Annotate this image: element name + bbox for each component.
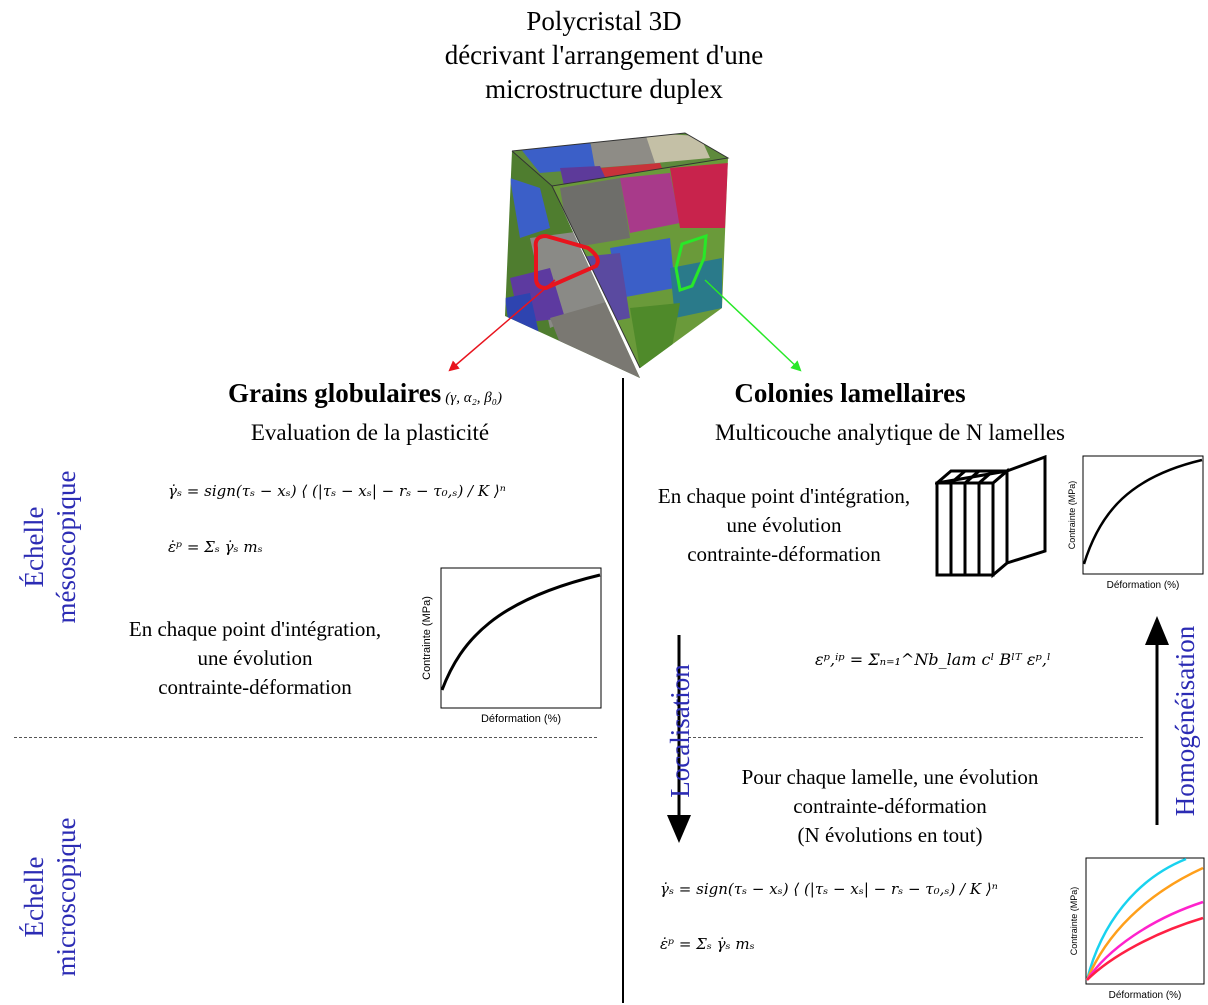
right-text-line2: une évolution <box>726 513 842 537</box>
right-subheading: Multicouche analytique de N lamelles <box>715 420 1065 445</box>
plot-ylabel-right: Contrainte (MPa) <box>1067 481 1077 550</box>
left-heading: Grains globulaires <box>228 378 442 408</box>
scale-separator-left <box>14 737 597 738</box>
scale-separator-right <box>688 737 1143 738</box>
diagram-title: Polycristal 3D décrivant l'arrangement d… <box>354 4 854 106</box>
meso-scale-label: Échelle mésoscopique <box>18 447 82 647</box>
left-equation-plastic-strain: ε̇ᵖ = Σₛ γ̇ₛ mₛ <box>168 538 263 556</box>
left-text-line1: En chaque point d'intégration, <box>128 617 382 641</box>
polycrystal-cube <box>505 132 730 378</box>
right-heading: Colonies lamellaires <box>734 378 966 408</box>
plot-ylabel: Contrainte (MPa) <box>421 596 433 680</box>
right-text-line3: contrainte-déformation <box>687 542 881 566</box>
green-grain-outline <box>674 233 708 292</box>
right-integration-text: En chaque point d'intégration, une évolu… <box>634 482 934 569</box>
plot-ylabel-lamellae: Contrainte (MPa) <box>1069 887 1079 956</box>
left-subheading: Evaluation de la plasticité <box>250 420 490 445</box>
curve-orange <box>1085 866 1204 981</box>
lamella-text-line3: (N évolutions en tout) <box>797 823 983 847</box>
curve-cyan <box>1085 857 1187 981</box>
left-heading-row: Grains globulaires (γ, α₂, β₀) <box>228 378 502 409</box>
lamella-text-line2: contrainte-déformation <box>793 794 987 818</box>
lamellae-stress-strain-plot: Déformation (%) Contrainte (MPa) <box>1069 857 1205 1001</box>
curve-magenta <box>1085 900 1204 981</box>
plot-frame-right <box>1082 455 1204 575</box>
right-stress-strain-plot: Déformation (%) Contrainte (MPa) <box>1067 455 1204 591</box>
left-text-line3: contrainte-déformation <box>158 675 352 699</box>
stress-strain-curve-right <box>1082 458 1203 565</box>
right-equation-plastic-strain: ε̇ᵖ = Σₛ γ̇ₛ mₛ <box>660 935 755 953</box>
multilayer-lamellae-icon <box>935 455 1047 579</box>
title-line-1: Polycristal 3D <box>526 6 682 36</box>
plot-frame <box>440 567 602 709</box>
title-line-3: microstructure duplex <box>485 74 723 104</box>
red-arrow <box>448 279 556 372</box>
left-equation-slip-rate: γ̇ₛ = sign(τₛ − xₛ) ⟨ (|τₛ − xₛ| − rₛ − … <box>168 482 506 500</box>
homogeneisation-label: Homogénéisation <box>1170 625 1200 817</box>
red-grain-outline <box>533 233 600 291</box>
left-text-line2: une évolution <box>197 646 313 670</box>
micro-label-line2: microscopique <box>51 817 81 977</box>
left-stress-strain-plot: Déformation (%) Contrainte (MPa) <box>421 567 602 725</box>
micro-label-line1: Échelle <box>19 856 49 938</box>
micro-scale-label: Échelle microscopique <box>18 797 82 997</box>
title-line-2: décrivant l'arrangement d'une <box>444 40 764 70</box>
meso-label-line2: mésoscopique <box>51 470 81 624</box>
stress-strain-curve <box>440 573 601 691</box>
lamella-text: Pour chaque lamelle, une évolution contr… <box>690 763 1090 850</box>
plot-xlabel: Déformation (%) <box>481 713 561 725</box>
right-text-line1: En chaque point d'intégration, <box>657 484 911 508</box>
lamella-text-line1: Pour chaque lamelle, une évolution <box>741 765 1039 789</box>
homogenisation-equation: εᵖ,ⁱᵖ = Σₙ₌₁^Nb_lam cˡ Bˡᵀ εᵖ,ˡ <box>815 650 1051 669</box>
left-phases: (γ, α₂, β₀) <box>445 390 502 406</box>
curve-red <box>1086 916 1204 981</box>
right-equation-slip-rate: γ̇ₛ = sign(τₛ − xₛ) ⟨ (|τₛ − xₛ| − rₛ − … <box>660 880 998 898</box>
homogeneisation-arrowhead <box>1145 616 1169 645</box>
plot-xlabel-lamellae: Déformation (%) <box>1109 990 1182 1001</box>
meso-label-line1: Échelle <box>19 506 49 588</box>
plot-xlabel-right: Déformation (%) <box>1107 580 1180 591</box>
localisation-arrowhead <box>667 815 691 843</box>
left-integration-text: En chaque point d'intégration, une évolu… <box>110 615 400 702</box>
green-arrow <box>704 279 802 372</box>
